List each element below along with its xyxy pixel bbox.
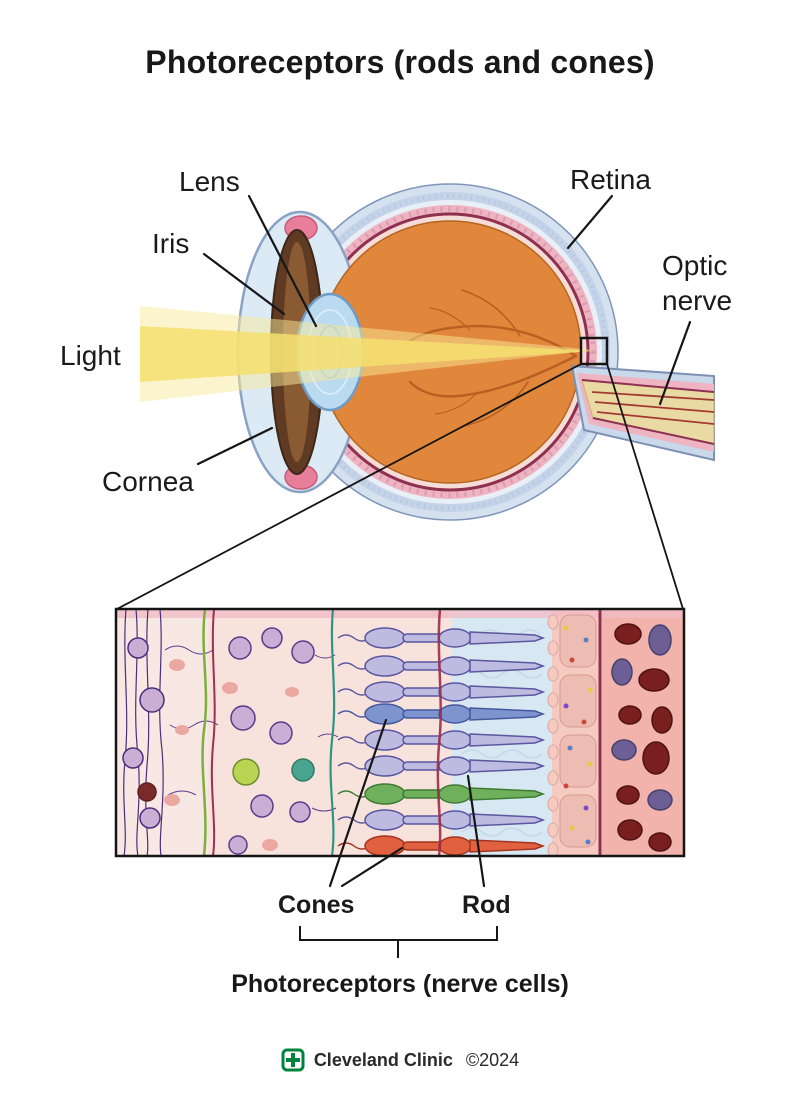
label-leader-lines <box>196 194 692 888</box>
ganglion-cells <box>122 637 189 829</box>
optic-nerve-shape <box>570 364 715 462</box>
footer: Cleveland Clinic ©2024 <box>0 1048 800 1072</box>
footer-copyright: ©2024 <box>465 1049 520 1070</box>
caption-photoreceptors: Photoreceptors (nerve cells) <box>231 970 569 998</box>
zoom-connector-lines <box>116 363 684 610</box>
teal-membrane-line <box>329 609 336 856</box>
label-iris: Iris <box>152 228 190 259</box>
retina-histology-inset <box>116 609 684 856</box>
outer-limiting-membrane-line <box>436 609 442 856</box>
footer-brand: Cleveland Clinic <box>313 1049 453 1070</box>
cleveland-clinic-cross-logo <box>281 1048 305 1072</box>
photoreceptors-bracket <box>299 926 498 958</box>
label-optic-nerve: Optic nerve <box>662 250 733 316</box>
choroid-blood-cells <box>611 623 673 852</box>
label-lens: Lens <box>179 166 240 197</box>
label-cornea: Cornea <box>102 466 194 497</box>
label-light: Light <box>60 340 121 371</box>
choroid-zone <box>602 609 684 856</box>
page-title: Photoreceptors (rods and cones) <box>145 44 655 80</box>
label-cones: Cones <box>278 891 355 919</box>
bipolar-cells <box>222 627 315 855</box>
retina-zoom-square <box>579 336 609 366</box>
inner-maroon-line <box>210 609 216 856</box>
rpe-cells <box>559 614 597 848</box>
label-rod: Rod <box>462 891 511 919</box>
light-beam <box>140 306 594 402</box>
green-membrane-line <box>201 609 208 856</box>
label-retina: Retina <box>570 164 651 195</box>
inset-border <box>114 607 686 858</box>
